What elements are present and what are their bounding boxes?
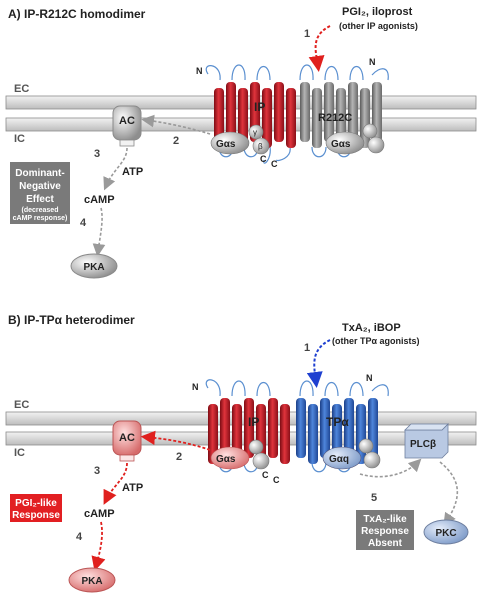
panel-b: B) IP-TPα heterodimer EC IC TxA₂, iBOP (… [5, 313, 477, 593]
gamma-label-a: γ [253, 128, 257, 137]
plc-beta-b [404, 423, 449, 459]
loops-a [205, 64, 389, 164]
c-terminus-1-a: C [260, 154, 267, 164]
gaq-b [322, 446, 362, 470]
pkc-b [423, 519, 469, 545]
ip-receptor-a [214, 82, 296, 148]
txa2-absent-box [356, 510, 414, 550]
gas-left-label-b: Gαs [216, 454, 236, 465]
gas-right-a [325, 131, 365, 155]
ac-base-a [119, 139, 135, 147]
step-1-a: 1 [304, 28, 310, 40]
absent-line-1: TxA₂-like [363, 514, 407, 525]
beta-left-b [252, 452, 270, 470]
pkc-label-b: PKC [435, 528, 456, 539]
ac-label-a: AC [119, 115, 135, 127]
response-line-2: Response [12, 510, 60, 521]
absent-line-3: Absent [368, 538, 403, 549]
effect-line-3: Effect [26, 194, 54, 205]
arrow-plc-pkc-b [439, 461, 459, 526]
receptor-left-label-b: IP [248, 415, 259, 429]
beta-right-b [363, 451, 381, 469]
effect-line-5: cAMP response) [13, 215, 68, 222]
ic-label-b: IC [14, 447, 25, 459]
beta-right-a [367, 136, 385, 154]
effect-line-2: Negative [19, 181, 61, 192]
beta-left-a [252, 137, 270, 155]
ec-label-a: EC [14, 83, 29, 95]
effect-line-1: Dominant- [15, 168, 64, 179]
ic-label-a: IC [14, 133, 25, 145]
tpa-receptor-b [296, 398, 378, 464]
n-terminus-right-a: N [369, 57, 376, 67]
n-terminus-right-b: N [366, 373, 373, 383]
n-terminus-left-b: N [192, 382, 199, 392]
agonist-a: PGI₂, iloprost [342, 6, 413, 18]
step-2-b: 2 [176, 451, 182, 463]
receptor-right-label-a: R212C [318, 112, 352, 124]
effect-line-4: (decreased [22, 207, 59, 214]
loops-b [205, 379, 389, 473]
gas-left-a [210, 131, 250, 155]
atp-b: ATP [122, 482, 143, 494]
pka-label-b: PKA [81, 576, 102, 587]
arrow-camp-pka-b [91, 521, 106, 572]
pka-a [70, 253, 118, 279]
gas-left-b [210, 446, 250, 470]
gamma-right-a [362, 123, 378, 139]
arrow-gas-ac-b [140, 430, 211, 451]
receptor-right-label-b: TPα [326, 415, 349, 429]
n-terminus-left-a: N [196, 66, 203, 76]
agonist-arrow-a [308, 25, 331, 72]
step-3-b: 3 [94, 465, 100, 477]
ac-label-b: AC [119, 432, 135, 444]
gamma-right-b [358, 438, 374, 454]
pgi2-response-box [10, 494, 62, 522]
arrow-gas-ac-a [141, 114, 211, 135]
arrow-camp-pka-a [92, 207, 106, 257]
absent-line-2: Response [361, 526, 409, 537]
response-line-1: PGI₂-like [15, 498, 57, 509]
panel-a: A) IP-R212C homodimer EC IC PGI₂, ilopro… [5, 6, 477, 279]
step-4-b: 4 [76, 531, 83, 543]
camp-b: cAMP [84, 508, 115, 520]
camp-a: cAMP [84, 194, 115, 206]
gas-left-label-a: Gαs [216, 139, 236, 150]
beta-label-a: β [258, 142, 263, 151]
panel-a-title: A) IP-R212C homodimer [8, 7, 146, 21]
agonist-note-a: (other IP agonists) [339, 21, 418, 31]
arrow-gaq-plc-b [359, 458, 422, 478]
pka-b [68, 567, 116, 593]
agonist-note-b: (other TPα agonists) [332, 336, 420, 346]
ec-label-b: EC [14, 399, 29, 411]
gamma-left-a [248, 124, 264, 140]
gaq-label-b: Gαq [329, 454, 349, 465]
gas-right-label-a: Gαs [331, 139, 351, 150]
step-1-b: 1 [304, 342, 310, 354]
ip-receptor-b [208, 398, 290, 464]
gamma-left-b [248, 439, 264, 455]
agonist-b: TxA₂, iBOP [342, 322, 401, 334]
c-terminus-2-a: C [271, 159, 278, 169]
ac-base-b [119, 454, 135, 462]
c-terminus-2-b: C [273, 475, 280, 485]
step-4-a: 4 [80, 217, 87, 229]
step-3-a: 3 [94, 148, 100, 160]
panel-b-title: B) IP-TPα heterodimer [8, 313, 135, 327]
plc-label-b: PLCβ [410, 439, 436, 450]
receptor-left-label-a: IP [254, 100, 265, 114]
dominant-negative-box [10, 162, 70, 224]
pka-label-a: PKA [83, 262, 104, 273]
step-5-b: 5 [371, 492, 377, 504]
agonist-arrow-b [306, 339, 331, 388]
c-terminus-1-b: C [262, 470, 269, 480]
step-2-a: 2 [173, 135, 179, 147]
atp-a: ATP [122, 166, 143, 178]
